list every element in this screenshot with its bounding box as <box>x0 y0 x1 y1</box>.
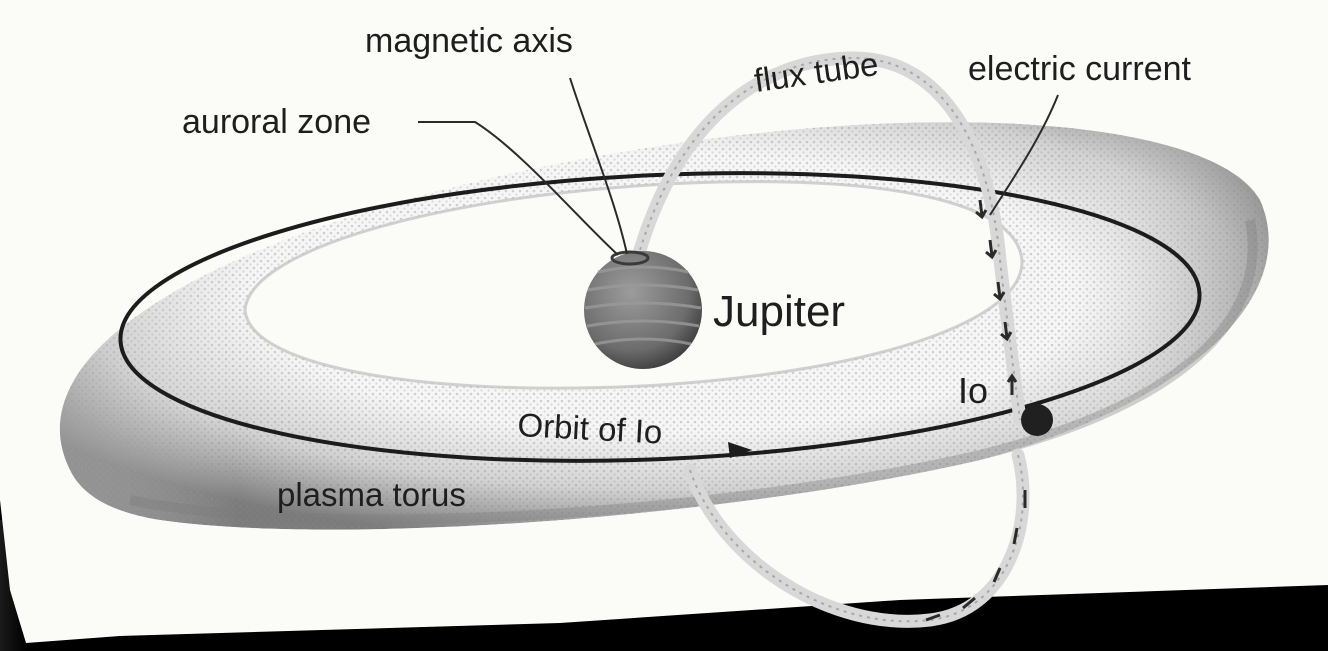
magnetic-axis-label: magnetic axis <box>365 22 573 60</box>
orbit-of-io-label: Orbit of Io <box>517 406 664 451</box>
jupiter-label: Jupiter <box>713 287 845 336</box>
auroral-zone-label: auroral zone <box>182 103 371 141</box>
io-label: Io <box>958 370 988 411</box>
electric-current-label: electric current <box>968 50 1192 88</box>
plasma-torus-label: plasma torus <box>277 476 466 513</box>
jupiter-planet <box>584 251 702 369</box>
io-moon <box>1021 404 1053 436</box>
